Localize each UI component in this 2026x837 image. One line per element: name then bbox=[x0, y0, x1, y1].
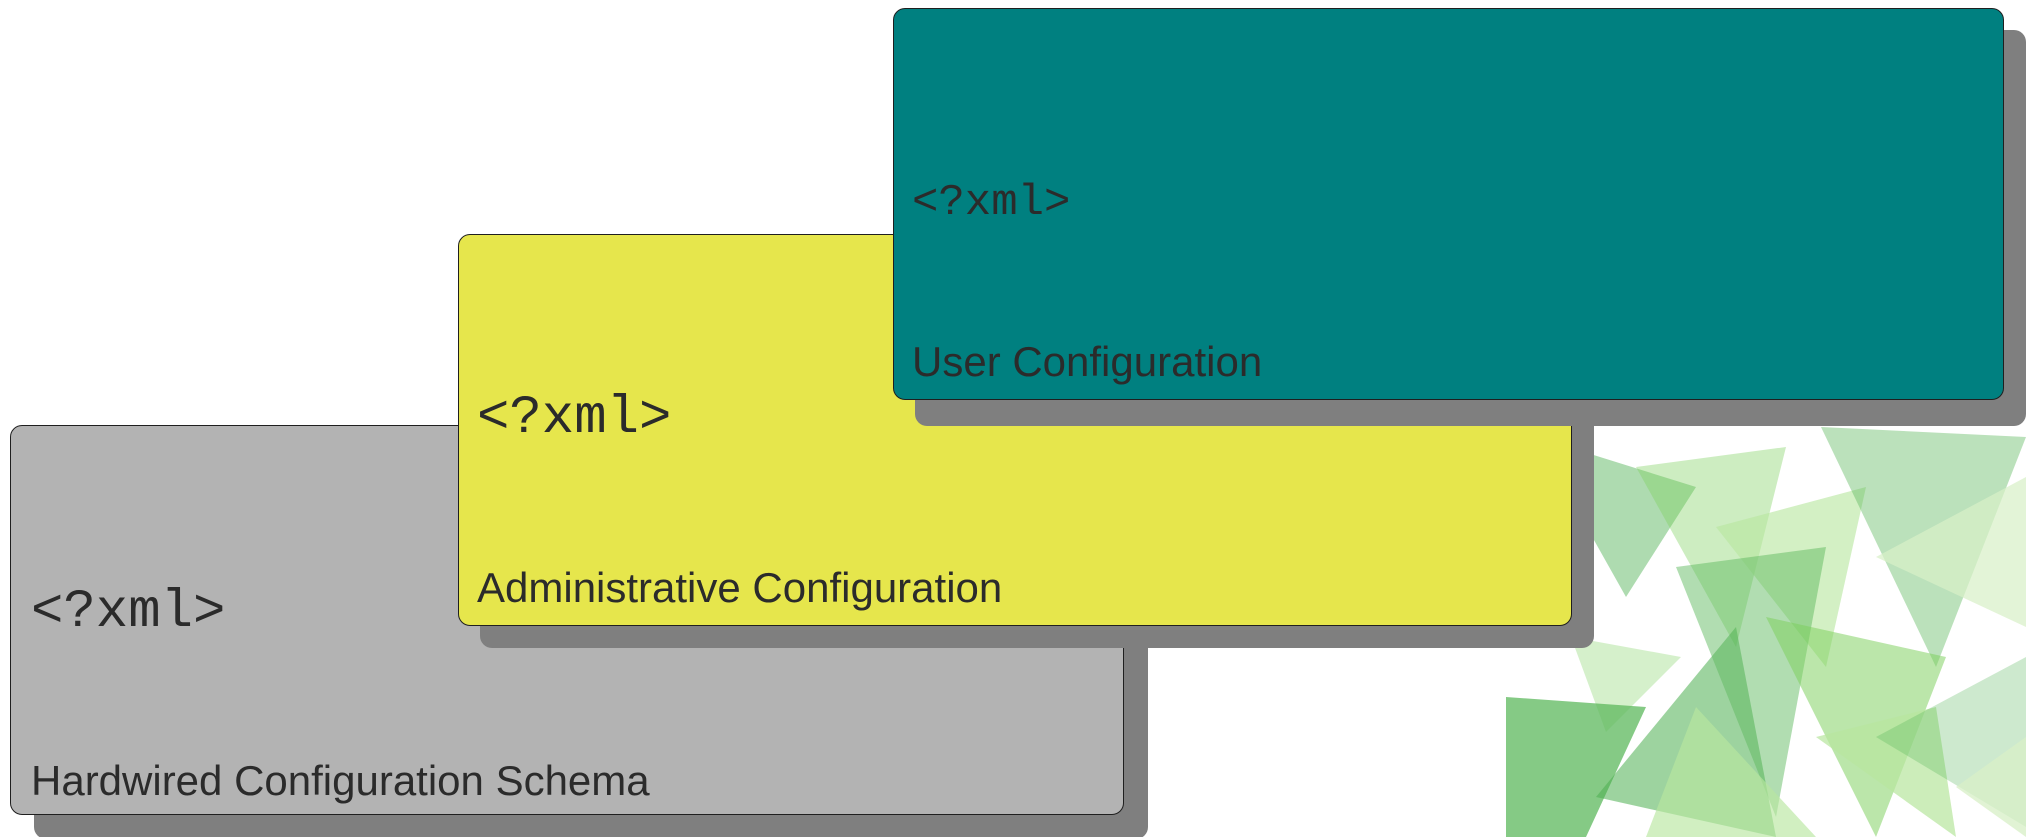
triangle-shape bbox=[1956, 737, 2026, 837]
green-triangles-decoration-icon bbox=[1506, 427, 2026, 837]
triangle-shape bbox=[1716, 487, 1866, 667]
user-configuration-panel: <?xml> User Configuration bbox=[893, 8, 2004, 400]
xml-tag-label: <?xml> bbox=[912, 178, 1071, 228]
xml-tag-label: <?xml> bbox=[477, 388, 672, 449]
triangle-shape bbox=[1876, 477, 2026, 627]
user-configuration-label: User Configuration bbox=[912, 338, 1263, 385]
triangle-shape bbox=[1636, 447, 1786, 647]
triangle-shape bbox=[1646, 707, 1816, 837]
triangle-shape bbox=[1676, 547, 1826, 817]
triangle-shape bbox=[1506, 697, 1646, 837]
administrative-configuration-panel: <?xml> Administrative Configuration bbox=[458, 234, 1572, 626]
administrative-configuration-label: Administrative Configuration bbox=[477, 564, 1003, 611]
xml-tag-label: <?xml> bbox=[31, 582, 226, 643]
user-configuration-card: <?xml> User Configuration bbox=[893, 8, 2026, 426]
triangle-shape bbox=[1816, 707, 1956, 837]
hardwired-configuration-label: Hardwired Configuration Schema bbox=[31, 757, 650, 804]
